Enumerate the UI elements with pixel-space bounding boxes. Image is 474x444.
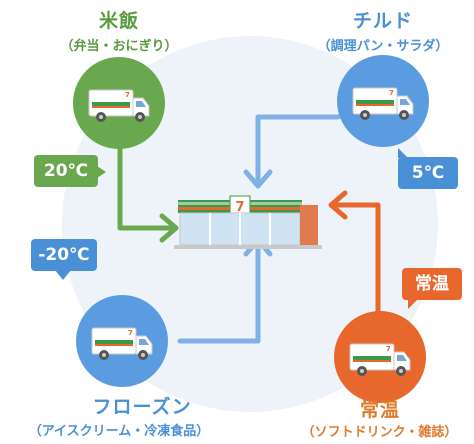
frozen-title: フローズン [92, 396, 192, 418]
frozen-subtitle: （アイスクリーム・冷凍食品） [28, 424, 210, 439]
rice-temperature-tag: 20℃ [34, 155, 106, 187]
ambient-subtitle: （ソフトドリンク・雑誌） [301, 425, 458, 440]
chilled-temperature-tag: 5℃ [398, 148, 458, 189]
chilled-truck-node [337, 55, 429, 147]
frozen-temperature-tag: -20℃ [31, 239, 97, 280]
ambient-truck-node [334, 311, 426, 403]
frozen-truck-node [76, 295, 168, 387]
rice-subtitle: （弁当・おにぎり） [60, 39, 178, 54]
chilled-subtitle: （調理パン・サラダ） [317, 39, 449, 54]
convenience-store-icon: 7 [174, 195, 322, 249]
rice-arrow [117, 145, 179, 243]
ambient-arrow [328, 190, 381, 315]
rice-truck-node [73, 57, 165, 149]
chilled-title: チルド [352, 10, 413, 32]
ambient-temperature-tag: 常温 [402, 268, 462, 309]
ambient-title: 常温 [359, 399, 400, 421]
rice-title: 米飯 [98, 10, 139, 32]
chilled-arrow [243, 114, 341, 189]
svg-text:7: 7 [235, 200, 244, 215]
